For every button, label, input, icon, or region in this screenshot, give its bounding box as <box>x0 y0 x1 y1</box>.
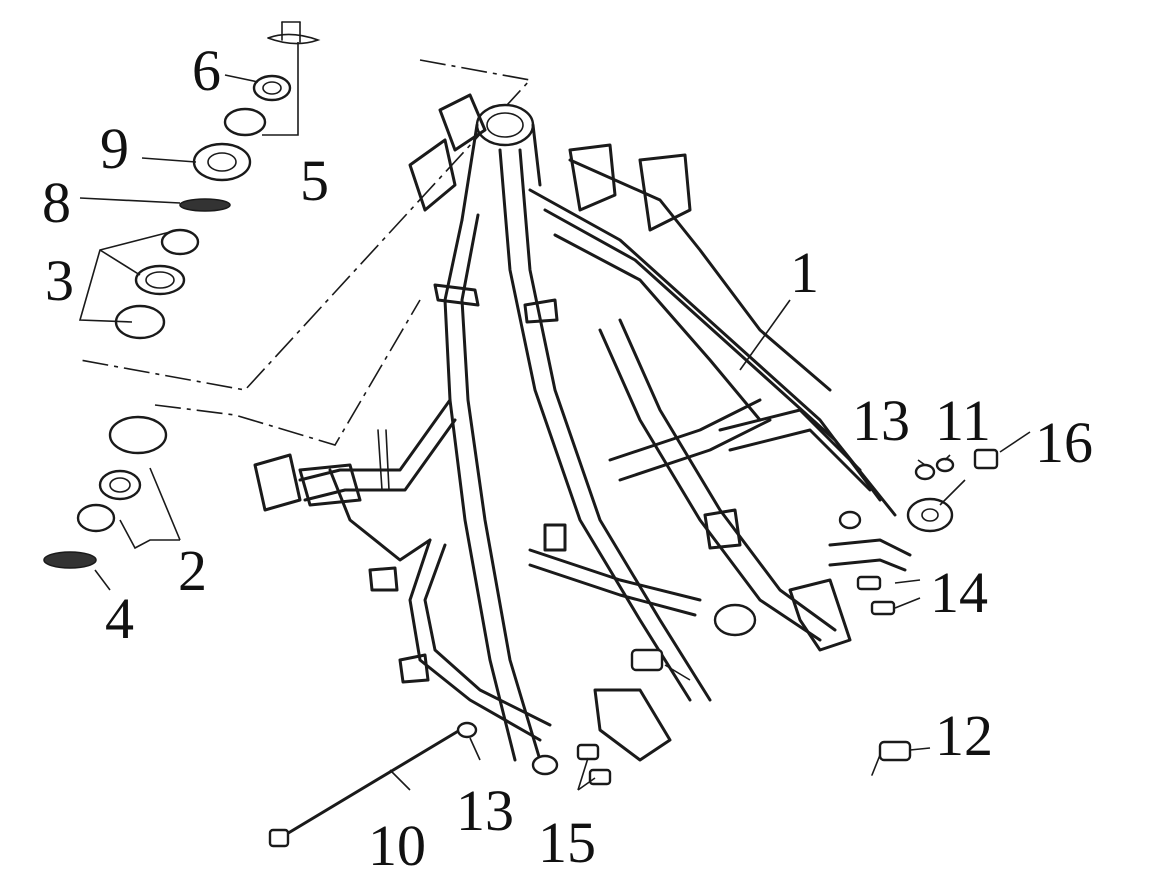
callout-3: 3 <box>45 248 74 313</box>
callout-1: 1 <box>790 240 819 305</box>
callout-8: 8 <box>42 170 71 235</box>
steering-parts <box>43 21 321 569</box>
callout-2: 2 <box>178 538 207 603</box>
main-frame <box>253 93 954 776</box>
callout-13-lower: 13 <box>456 778 514 843</box>
steering-assembly-outline <box>79 59 532 446</box>
callout-11: 11 <box>935 388 991 453</box>
callout-6: 6 <box>192 38 221 103</box>
callout-16: 16 <box>1035 410 1093 475</box>
callout-14: 14 <box>930 560 988 625</box>
callout-5: 5 <box>300 148 329 213</box>
callout-9: 9 <box>100 116 129 181</box>
callout-10: 10 <box>368 813 426 878</box>
leader-lines <box>78 74 1031 791</box>
callout-labels: 1 2 3 4 5 6 8 9 10 11 12 13 13 14 15 16 <box>42 38 1093 878</box>
fasteners <box>268 448 999 848</box>
callout-12: 12 <box>935 703 993 768</box>
callout-15: 15 <box>538 810 596 875</box>
callout-4: 4 <box>105 586 134 651</box>
callout-13-upper: 13 <box>852 388 910 453</box>
